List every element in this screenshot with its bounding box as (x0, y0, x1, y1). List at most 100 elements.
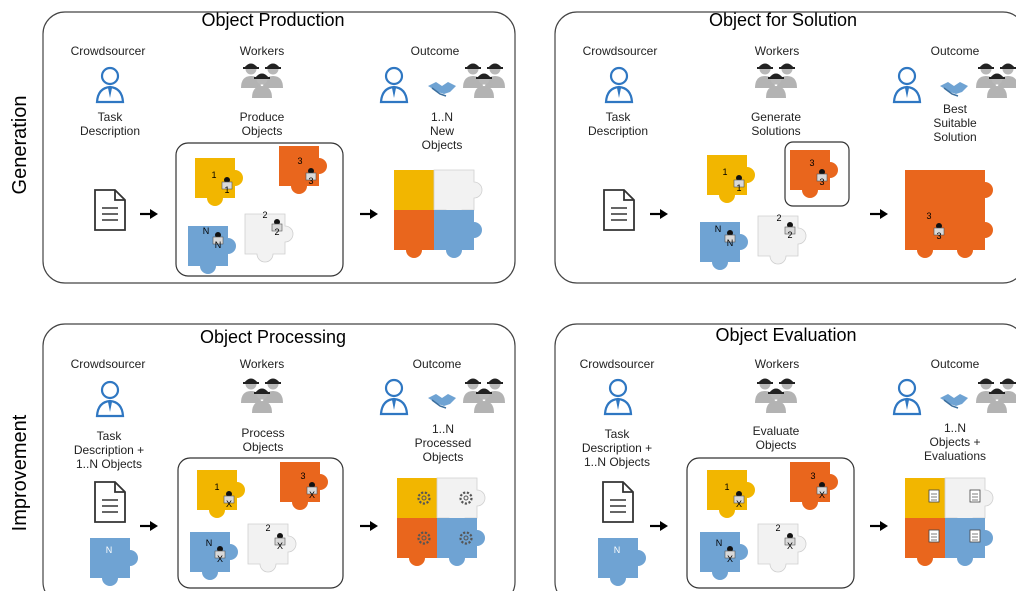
panel-title: Object for Solution (709, 10, 857, 30)
puzzle-piece-icon (707, 155, 755, 203)
panel-frame (42, 11, 516, 284)
panel-title: Object Processing (200, 327, 346, 347)
worker-number: 2 (775, 523, 780, 533)
arrow-right-icon (868, 207, 890, 221)
worker-mark: X (226, 499, 232, 509)
document-icon (94, 481, 126, 523)
column-header-workers: Workers (240, 44, 284, 58)
worker-number: 2 (265, 523, 270, 533)
outcome-label-line1: 1..N (432, 422, 454, 436)
assembled-puzzle (397, 477, 486, 566)
crowdsourcer-label-line3: 1..N Objects (584, 455, 650, 469)
crowdsourcer-label-line3: 1..N Objects (76, 457, 142, 471)
workers-label-line1: Process (241, 426, 284, 440)
worker-mark: X (787, 541, 793, 551)
worker-mark: 3 (936, 231, 941, 241)
column-header-workers: Workers (755, 357, 799, 371)
assembled-puzzle (905, 477, 994, 566)
column-header-outcome: Outcome (411, 44, 460, 58)
arrow-right-icon (358, 207, 380, 221)
panel-title: Object Production (201, 10, 344, 30)
crowdsourcer-label-line1: Task (98, 110, 124, 124)
evaluation-note-icon (928, 529, 940, 543)
person-icon (379, 378, 409, 416)
workers-box (686, 457, 855, 589)
column-header-crowdsourcer: Crowdsourcer (580, 357, 655, 371)
outcome-label-line2: New (430, 124, 454, 138)
column-header-crowdsourcer: Crowdsourcer (71, 44, 146, 58)
worker-mark: N (215, 240, 222, 250)
document-icon (94, 189, 126, 231)
worker-number: 1 (722, 167, 727, 177)
puzzle-piece-icon (757, 523, 807, 573)
panel-object-processing: Object Processing Crowdsourcer Workers O… (42, 323, 516, 591)
puzzle-piece-icon (707, 470, 755, 518)
crowdsourcer-label-line2: Description (80, 124, 140, 138)
panel-title: Object Evaluation (715, 325, 856, 345)
puzzle-piece-icon (700, 532, 748, 580)
worker-number: 2 (776, 213, 781, 223)
outcome-label-line3: Objects (422, 138, 463, 152)
crowdsourcer-label-line2: Description + (74, 443, 144, 457)
crowdsourcer-label-line1: Task (606, 110, 632, 124)
workers-label-line1: Generate (751, 110, 801, 124)
worker-mark: 3 (819, 177, 824, 187)
arrow-right-icon (648, 207, 670, 221)
column-header-workers: Workers (755, 44, 799, 58)
worker-group-icon (755, 64, 797, 99)
column-header-outcome: Outcome (931, 357, 980, 371)
worker-number: 1 (211, 170, 216, 180)
crowdsourcer-label-line1: Task (97, 429, 123, 443)
puzzle-piece-icon (195, 158, 243, 206)
arrow-right-icon (868, 519, 890, 533)
worker-group-icon (463, 379, 505, 414)
evaluation-note-icon (928, 489, 940, 503)
outcome-label-line2: Processed (415, 436, 472, 450)
panel-object-production: Object Production Crowdsourcer Workers O… (42, 10, 516, 284)
evaluation-note-icon (969, 489, 981, 503)
crowdsourcer-label-line2: Description + (582, 441, 652, 455)
assembled-puzzle (394, 169, 483, 258)
row-label-improvement: Improvement (9, 414, 31, 531)
worker-mark: X (727, 554, 733, 564)
puzzle-piece-icon (279, 146, 327, 194)
handshake-icon (427, 81, 457, 97)
puzzle-piece-icon (434, 210, 482, 258)
worker-number: 3 (809, 158, 814, 168)
worker-group-icon (463, 64, 505, 99)
column-header-outcome: Outcome (413, 357, 462, 371)
handshake-icon (939, 393, 969, 409)
panel-frame (554, 323, 1016, 591)
outcome-label-line1: 1..N (431, 110, 453, 124)
worker-number: 3 (300, 471, 305, 481)
outcome-label-line1: Best (943, 102, 968, 116)
handshake-icon (939, 81, 969, 97)
puzzle-piece-icon (244, 213, 294, 263)
puzzle-piece-icon (90, 538, 138, 586)
arrow-right-icon (358, 519, 380, 533)
outcome-label-line1: 1..N (944, 421, 966, 435)
worker-number: 3 (297, 156, 302, 166)
outcome-label-line3: Solution (933, 130, 976, 144)
puzzle-piece-icon (247, 523, 297, 573)
puzzle-piece-icon (197, 470, 245, 518)
worker-mark: 2 (787, 230, 792, 240)
outcome-label-line3: Objects (423, 450, 464, 464)
worker-group-icon (241, 64, 283, 99)
panel-frame (42, 323, 516, 591)
workers-box (177, 457, 344, 589)
person-icon (892, 66, 922, 104)
handshake-icon (427, 393, 457, 409)
person-icon (379, 66, 409, 104)
puzzle-piece-icon (757, 215, 807, 265)
evaluation-note-icon (969, 529, 981, 543)
worker-number: 2 (262, 210, 267, 220)
workers-label-line2: Objects (243, 440, 284, 454)
worker-number: 3 (926, 211, 931, 221)
worker-mark: 3 (308, 176, 313, 186)
worker-number: N (715, 224, 722, 234)
person-icon (892, 378, 922, 416)
workers-label-line1: Produce (240, 110, 285, 124)
workers-label-line1: Evaluate (753, 424, 800, 438)
worker-mark: 2 (274, 227, 279, 237)
